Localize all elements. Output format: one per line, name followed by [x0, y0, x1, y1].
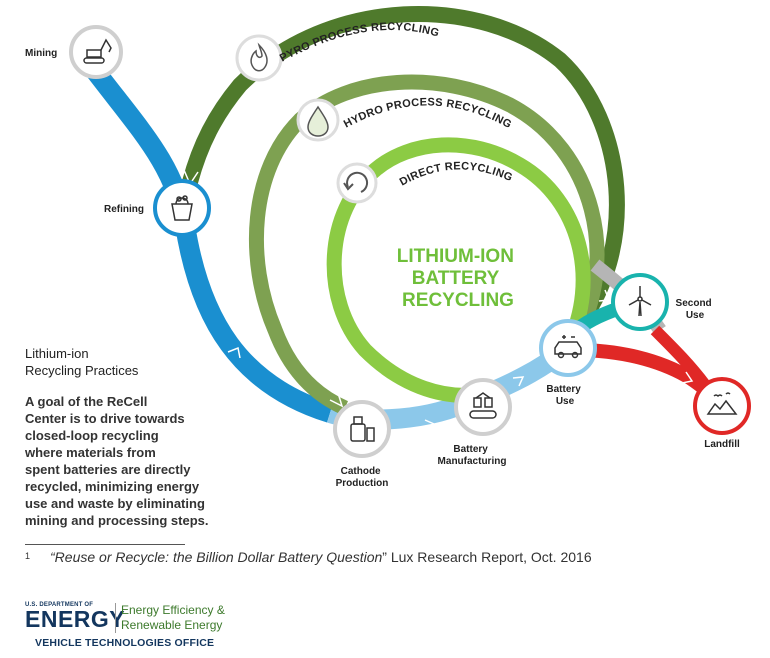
panel-body-line: recycled, minimizing energy: [25, 479, 200, 494]
panel-body-line: closed-loop recycling: [25, 428, 159, 443]
mining-node: [69, 25, 123, 79]
panel-body-line: spent batteries are directly: [25, 462, 191, 477]
logo-eere-line1: Energy Efficiency &: [121, 603, 225, 617]
hydro-loop-arrow: [329, 392, 344, 408]
refresh-icon: [336, 162, 378, 204]
battery-use-node: [539, 319, 597, 377]
flow-chevron: [227, 346, 241, 359]
landfill-node: [693, 377, 751, 435]
second-use-node: [611, 273, 669, 331]
recycling-diagram: PYRO PROCESS RECYCLING HYDRO PROCESS REC…: [25, 6, 751, 489]
ore-bucket-icon: [171, 195, 193, 221]
panel-body: A goal of the ReCell Center is to drive …: [25, 393, 240, 529]
flow-chevron: [512, 376, 525, 387]
panel-title: Lithium-ion Recycling Practices: [25, 345, 235, 379]
flame-icon: [235, 34, 283, 82]
panel-body-line: A goal of the ReCell: [25, 394, 148, 409]
footnote-title: “Reuse or Recycle: the Billion Dollar Ba…: [50, 549, 383, 565]
second-use-label: Second Use: [676, 298, 715, 321]
panel-title-line: Lithium-ion: [25, 346, 89, 361]
logo-eere-line2: Renewable Energy: [121, 618, 223, 632]
footnote-source: ” Lux Research Report, Oct. 2016: [382, 549, 592, 565]
wind-turbine-icon: [628, 286, 652, 317]
flow-chevron: [424, 419, 436, 429]
panel-body-line: use and waste by eliminating: [25, 496, 205, 511]
panel-title-line: Recycling Practices: [25, 363, 139, 378]
pyro-loop: [182, 6, 625, 336]
conveyor-icon: [469, 392, 497, 419]
cathode-node: [333, 400, 391, 458]
footnote-number: 1: [25, 551, 31, 561]
logo-office: VEHICLE TECHNOLOGIES OFFICE: [35, 637, 215, 649]
footnote: 1 “Reuse or Recycle: the Billion Dollar B…: [25, 549, 765, 565]
electric-car-icon: [554, 335, 582, 359]
panel-body-line: where materials from: [25, 445, 156, 460]
logo-divider: [115, 603, 116, 633]
center-title: LITHIUM-ION BATTERY RECYCLING: [397, 246, 519, 311]
refining-label: Refining: [104, 204, 144, 215]
refining-node: [153, 179, 211, 237]
droplet-icon: [296, 98, 340, 142]
pyro-label: PYRO PROCESS RECYCLING: [278, 21, 441, 65]
manufacturing-node: [454, 378, 512, 436]
excavator-icon: [83, 38, 112, 64]
mining-label: Mining: [25, 48, 57, 59]
logo-dept: U.S. DEPARTMENT OF: [25, 602, 94, 608]
red-branch-down: [650, 325, 710, 389]
panel-body-line: Center is to drive towards: [25, 411, 185, 426]
logo-energy: ENERGY: [25, 606, 126, 632]
cathode-label: Cathode Production: [336, 466, 389, 489]
panel-body-line: mining and processing steps.: [25, 513, 209, 528]
footnote-divider: [25, 544, 185, 545]
flask-icon: [350, 416, 375, 442]
manufacturing-label: Battery Manufacturing: [438, 444, 507, 467]
battery-use-label: Battery Use: [546, 384, 583, 407]
direct-label: DIRECT RECYCLING: [398, 160, 515, 188]
doe-logo: U.S. DEPARTMENT OF ENERGY Energy Efficie…: [25, 602, 325, 654]
landfill-icon: [706, 392, 738, 415]
landfill-label: Landfill: [704, 439, 740, 450]
flow-chevron: [681, 371, 694, 384]
direct-loop: [326, 137, 591, 403]
flow-chevron: [598, 289, 611, 302]
